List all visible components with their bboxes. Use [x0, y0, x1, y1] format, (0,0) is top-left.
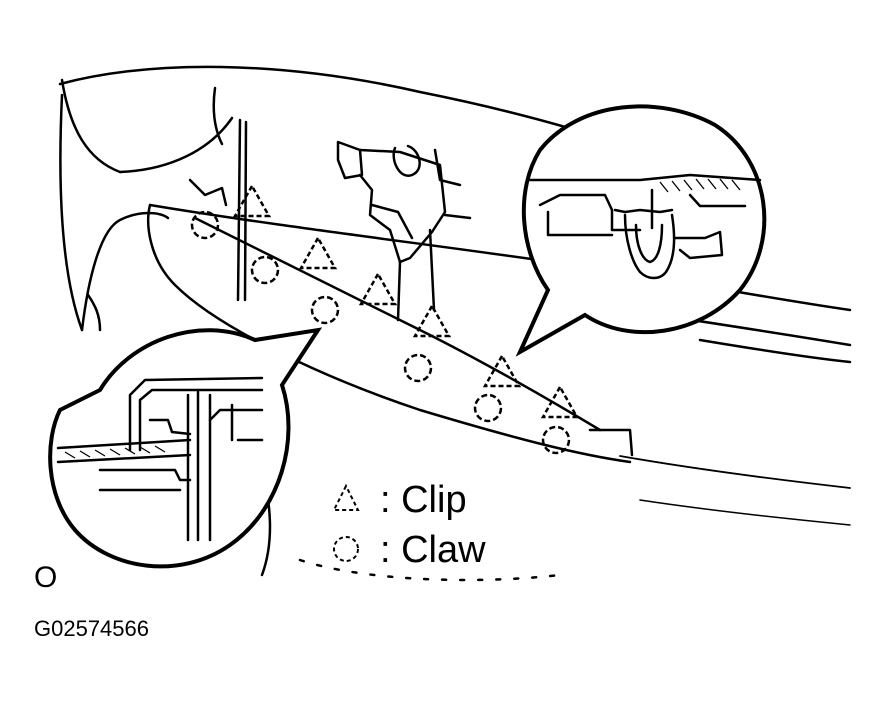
claw-legend-label: : Claw — [380, 529, 486, 571]
clip-legend-icon — [332, 483, 360, 511]
claw-marker — [473, 393, 503, 423]
figure-code: G02574566 — [34, 616, 149, 641]
claw-marker — [250, 255, 280, 285]
hood-latch — [336, 140, 472, 322]
claw-markers — [190, 210, 571, 455]
claw-legend-icon — [333, 536, 359, 562]
clip-marker — [482, 353, 522, 388]
fastener-rail — [188, 178, 602, 432]
clip-marker — [540, 384, 580, 419]
claw-marker — [541, 425, 571, 455]
clip-marker — [358, 271, 398, 306]
claw-detail-callout — [48, 327, 323, 569]
claw-marker — [403, 353, 433, 383]
claw-marker — [190, 210, 220, 240]
legend: : Clip : Claw — [332, 479, 486, 571]
clip-markers — [232, 183, 580, 419]
clip-marker — [412, 303, 452, 338]
claw-marker — [310, 295, 340, 325]
clip-marker — [232, 183, 272, 218]
clip-legend-label: : Clip — [380, 479, 467, 521]
clip-detail-callout — [515, 104, 767, 357]
clip-marker — [298, 235, 338, 270]
figure-letter: O — [34, 561, 57, 594]
